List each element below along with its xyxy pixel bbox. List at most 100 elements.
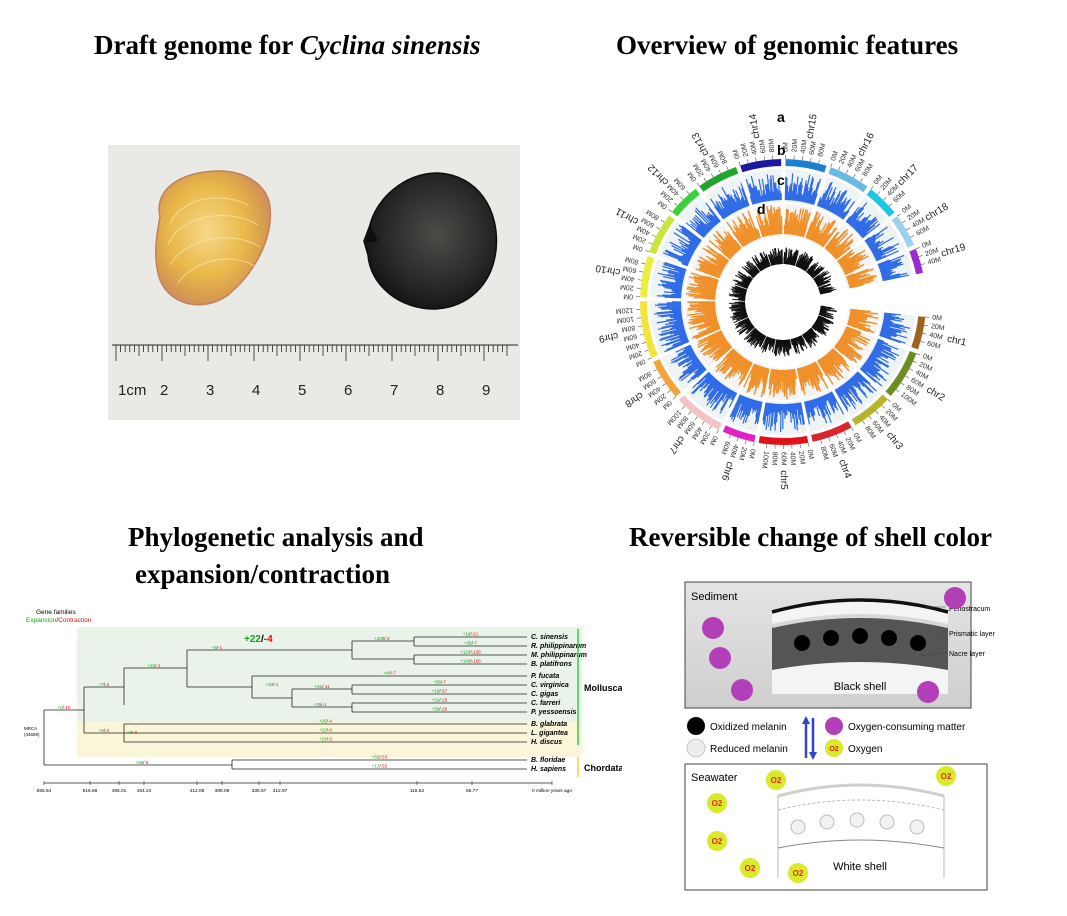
legend-reduced-swatch	[686, 738, 706, 758]
branch-count: +124/-126	[460, 650, 481, 655]
legend-oxygen-swatch	[825, 739, 843, 757]
shell-diagram-svg: Sediment Black shell Periostracum Prisma…	[684, 581, 996, 891]
axis-tick-label: 312.97	[273, 788, 288, 794]
chromosome-band	[758, 435, 809, 446]
oxygen-consuming-dot	[917, 681, 939, 703]
branch-count: +30/-26	[432, 707, 448, 712]
chromosome-label: chr1	[946, 334, 968, 349]
chromosome-label: chr18	[923, 201, 951, 223]
chromosome-label: chr2	[924, 384, 947, 404]
oxygen-dot-label: O2	[793, 869, 804, 878]
taxon-label: H. sapiens	[531, 766, 566, 773]
title-draft-prefix: Draft genome for	[94, 30, 300, 60]
track-label: b	[777, 142, 786, 158]
axis-tick-label: 0 million years ago	[532, 788, 572, 794]
title-draft-genome: Draft genome for Cyclina sinensis	[94, 30, 480, 61]
chromosome-tick-label: 40M	[728, 443, 739, 458]
oxygen-dot-label: O2	[712, 837, 723, 846]
branch-count: +18/-57	[432, 689, 448, 694]
branch-count: +19/-21	[463, 632, 479, 637]
chromosome-tick-label: 0M	[687, 170, 698, 182]
chromosome-band	[851, 394, 888, 426]
legend-contraction: Contraction	[58, 617, 92, 624]
branch-count: +0/-10	[58, 705, 71, 710]
chromosome-tick-label: 0M	[901, 203, 913, 215]
chromosome-tick-label: 60M	[780, 452, 787, 466]
title-phylo-line1: Phylogenetic analysis and	[128, 522, 424, 552]
branch-count: +56/-7	[433, 680, 446, 685]
taxon-label: B. floridae	[531, 757, 565, 764]
chromosome-tick-label: 20M	[838, 150, 850, 165]
highlight-plus: +22	[244, 634, 261, 645]
branch-count: +3/-0	[127, 730, 138, 735]
sediment-label: Sediment	[691, 591, 737, 603]
chromosome-tick-label: 80M	[768, 138, 776, 152]
axis-tick-label: 485.01	[112, 788, 127, 794]
chromosome-tick-label: 40M	[927, 256, 942, 266]
chromosome-tick-label: 20M	[924, 247, 939, 258]
legend-oxygen: Oxygen	[848, 744, 882, 755]
legend-oxygen-consuming: Oxygen-consuming matter	[848, 722, 966, 733]
title-phylo-line2: expansion/contraction	[135, 559, 391, 589]
taxon-label: C. farreri	[531, 700, 561, 707]
chromosome-tick-label: 80M	[621, 323, 636, 332]
ruler-number: 4	[252, 382, 260, 399]
branch-count: +23/-3	[319, 737, 332, 742]
oxygen-dot	[707, 793, 727, 813]
root-count: (44669)	[24, 732, 40, 737]
oxygen-dot	[766, 770, 786, 790]
chromosome-tick-label: 20M	[627, 349, 642, 360]
chromosome-tick-label: 0M	[932, 315, 943, 323]
chromosome-tick-label: 80M	[817, 143, 827, 158]
chromosome-tick-label: 60M	[926, 340, 941, 351]
chromosome-tick-label: 40M	[749, 140, 758, 155]
oxidized-melanin-dot	[881, 630, 897, 646]
title-draft-species: Cyclina sinensis	[299, 30, 481, 60]
chromosome-tick-label: 20M	[740, 142, 750, 157]
reduced-melanin-dot	[849, 812, 865, 828]
chromosome-band	[811, 421, 852, 442]
oxygen-dot	[707, 831, 727, 851]
legend-oxidized-swatch	[687, 717, 705, 735]
chromosome-tick-label: 0M	[661, 398, 673, 410]
title-reversible: Reversible change of shell color	[629, 522, 992, 552]
branch-count: +33/-1	[266, 682, 279, 687]
taxon-label: B. platifrons	[531, 661, 572, 668]
branch-count: +31/-25	[432, 698, 448, 703]
chromosome-tick-label: 0M	[632, 242, 644, 252]
root-label: MRCA	[24, 726, 37, 731]
chromosome-tick-label: 80M	[770, 452, 778, 466]
axis-tick-label: 565.54	[37, 788, 52, 794]
black-shell-label: Black shell	[834, 681, 887, 693]
black-shell-photo	[363, 172, 498, 310]
axis-tick-label: 335.57	[252, 788, 267, 794]
taxon-label: R. philippinarum	[531, 643, 586, 650]
chromosome-tick-label: 80M	[624, 255, 639, 265]
chromosome-tick-label: 0M	[873, 174, 885, 186]
taxon-label: P. yessoensis	[531, 709, 577, 716]
chromosome-tick-label: 60M	[623, 332, 638, 342]
oxidized-melanin-dot	[794, 635, 810, 651]
branch-count: +229/-2	[374, 636, 390, 641]
oxygen-consuming-dot	[709, 647, 731, 669]
chromosome-label: chr11	[614, 205, 641, 227]
legend-sep: /	[56, 617, 58, 624]
chromosome-label: chr10	[594, 262, 621, 277]
axis-tick-label: 116.62	[410, 788, 425, 794]
chromosome-band	[649, 215, 675, 255]
chromosome-tick-label: 0M	[747, 448, 756, 459]
chromosome-tick-label: 0M	[657, 198, 669, 210]
oxygen-dot-label: O2	[745, 864, 756, 873]
oxygen-consuming-dot	[731, 679, 753, 701]
chromosome-band	[678, 395, 722, 430]
chromosome-band	[785, 159, 827, 173]
taxon-label: L. gigantea	[531, 730, 568, 737]
title-overview: Overview of genomic features	[616, 30, 959, 60]
reduced-melanin-dot	[790, 819, 806, 835]
legend-o2-text: O2	[829, 746, 838, 753]
track-label: a	[777, 109, 785, 125]
chromosome-tick-label: 0M	[852, 432, 863, 444]
chromosome-tick-label: 0M	[783, 142, 790, 152]
ruler-number: 5	[298, 382, 306, 399]
